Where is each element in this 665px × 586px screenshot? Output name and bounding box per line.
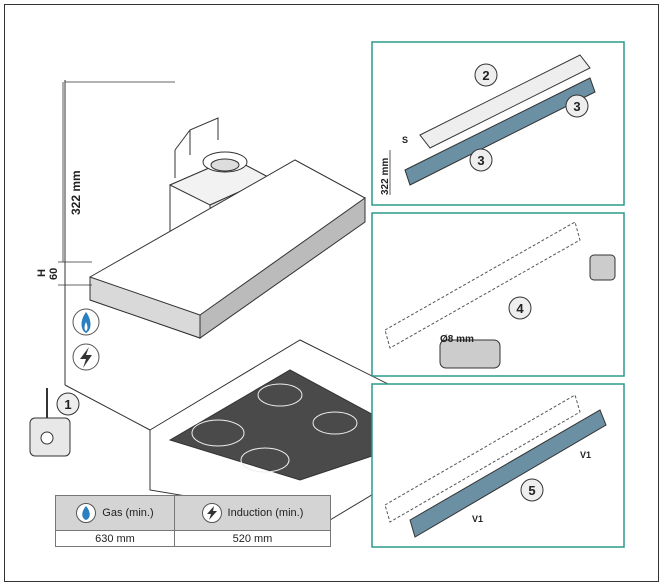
hood-illustration — [64, 80, 482, 521]
step5-number: 5 — [528, 483, 535, 498]
bracket-outline-dashed — [384, 221, 581, 349]
spirit-level — [419, 54, 591, 149]
wall-bracket-2 — [409, 409, 607, 538]
step3a-number: 3 — [573, 99, 580, 114]
induction-value: 520 mm — [173, 530, 332, 547]
step2-badge — [474, 63, 498, 87]
step2-number: 2 — [482, 68, 489, 83]
gas-icon — [76, 503, 97, 523]
lightning-icon — [201, 503, 222, 523]
lightning-icon — [72, 343, 100, 371]
min-distance-table: Gas (min.) Induction (min.) 630 mm 520 m… — [55, 495, 332, 547]
gas-header-cell: Gas (min.) — [55, 495, 175, 531]
step1-number: 1 — [64, 397, 71, 412]
drill-diameter-label: Ø8 mm — [440, 334, 474, 345]
bracket-height-label: 322 mm — [380, 158, 391, 195]
screw-v1-right: V1 — [580, 450, 591, 460]
drill-tool — [439, 254, 616, 369]
wall-bracket-1 — [404, 77, 596, 186]
step3b-badge — [469, 148, 493, 172]
level-device — [29, 388, 71, 457]
height-total-label: 322 mm — [69, 170, 83, 215]
s-label: S — [402, 135, 408, 145]
screw-v1-left: V1 — [472, 514, 483, 524]
step4-number: 4 — [516, 301, 524, 316]
gas-icon — [72, 308, 100, 336]
induction-header-cell: Induction (min.) — [173, 495, 332, 531]
step3a-badge — [565, 94, 589, 118]
diagram-frame — [4, 4, 659, 582]
bracket-outline-dashed-2 — [384, 394, 581, 523]
step3b-number: 3 — [477, 153, 484, 168]
step5-badge — [520, 478, 544, 502]
panel-fix-bracket — [371, 383, 625, 548]
h-value-label: 60 — [48, 268, 60, 280]
gas-value: 630 mm — [55, 530, 175, 547]
induction-header-label: Induction (min.) — [227, 507, 304, 519]
dimension-lines — [58, 81, 175, 286]
step4-badge — [508, 296, 532, 320]
h-label: H — [36, 269, 48, 277]
step1-badge — [56, 392, 80, 416]
gas-header-label: Gas (min.) — [102, 507, 154, 519]
